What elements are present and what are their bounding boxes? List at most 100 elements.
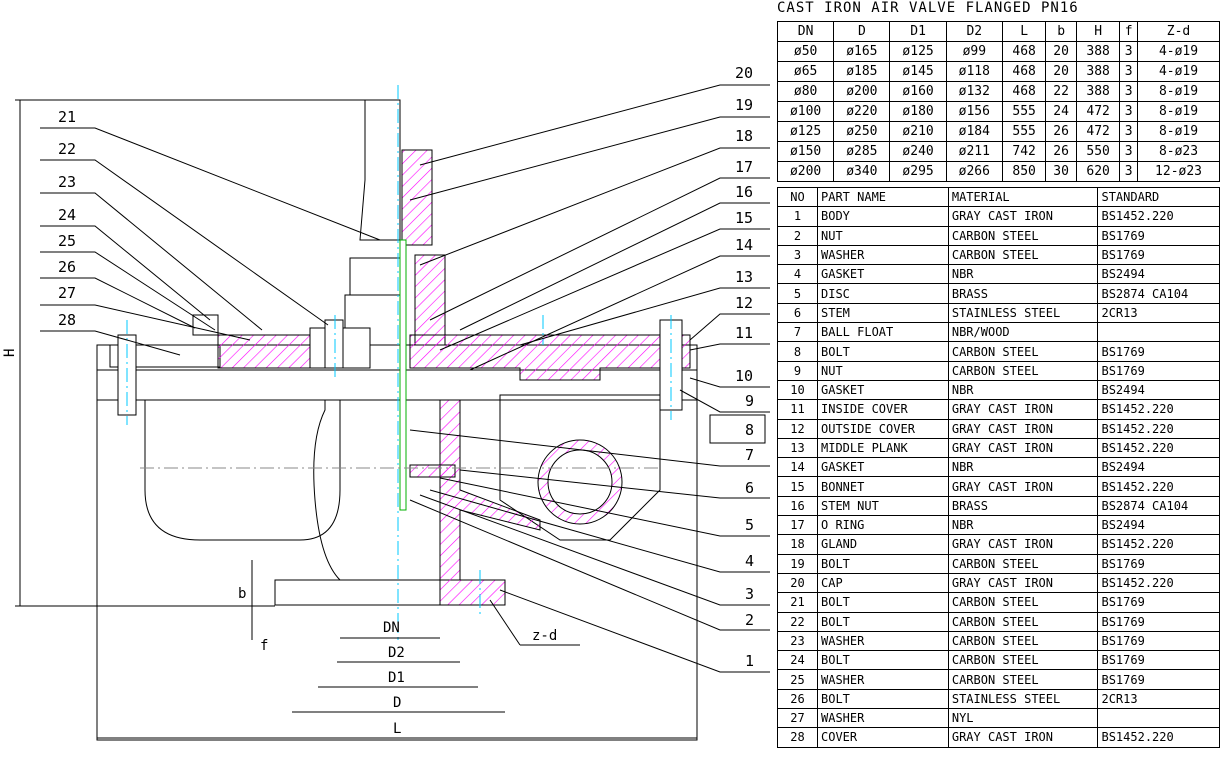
cell: 22 <box>1045 81 1077 102</box>
dim-DN: DN <box>383 620 400 636</box>
cell: CARBON STEEL <box>947 630 1099 652</box>
cell: GRAY CAST IRON <box>947 206 1099 227</box>
cell: INSIDE COVER <box>817 399 949 420</box>
cell: ø145 <box>889 61 947 82</box>
cell: GRAY CAST IRON <box>947 476 1099 497</box>
cell: BS2494 <box>1097 264 1220 285</box>
cell: ø99 <box>945 41 1003 62</box>
cell: BOLT <box>817 592 949 613</box>
cell: 20 <box>1045 41 1077 62</box>
cell: 468 <box>1001 81 1047 102</box>
cell: L <box>1001 21 1047 42</box>
cell: 5 <box>777 283 818 304</box>
dim-H: H <box>2 349 18 357</box>
cell: BOLT <box>817 650 949 671</box>
callout-12: 12 <box>735 294 753 312</box>
cell: BS2874 CA104 <box>1097 283 1220 304</box>
cell: 10 <box>777 379 818 401</box>
cell: 21 <box>777 592 818 613</box>
cell: ø184 <box>945 121 1003 142</box>
cell: 3 <box>777 244 818 266</box>
callout-24: 24 <box>58 206 76 224</box>
cell: ø180 <box>889 101 947 122</box>
left-chamber <box>144 400 341 541</box>
stem <box>399 239 407 511</box>
cell: BS1452.220 <box>1097 572 1220 594</box>
cell: 472 <box>1075 121 1121 142</box>
cell: 2CR13 <box>1097 302 1220 324</box>
cell: BRASS <box>947 495 1099 517</box>
dim-b: b <box>238 586 246 602</box>
cell: 12-ø23 <box>1137 161 1220 182</box>
cell: 26 <box>777 688 818 710</box>
cell: 550 <box>1075 141 1121 162</box>
cell: ø211 <box>945 141 1003 162</box>
cell: NUT <box>817 225 949 246</box>
cell: ø50 <box>776 41 835 62</box>
cell: BOLT <box>817 553 949 574</box>
cell: ø100 <box>776 101 835 122</box>
cell: 16 <box>777 495 818 517</box>
cell: ø118 <box>945 61 1003 82</box>
cell: 18 <box>777 534 818 555</box>
cell: BS1769 <box>1097 225 1220 246</box>
cell: WASHER <box>817 669 949 690</box>
cell: 19 <box>777 553 818 574</box>
cell: STAINLESS STEEL <box>947 688 1099 710</box>
hatch-body-wall <box>439 399 541 606</box>
cell: DN <box>776 21 835 42</box>
cell: 8-ø23 <box>1137 141 1220 162</box>
dim-f: f <box>260 638 268 654</box>
cell: BOLT <box>817 611 949 632</box>
cell: 7 <box>777 322 818 343</box>
cell: GRAY CAST IRON <box>947 418 1099 439</box>
cell: MATERIAL <box>947 186 1099 208</box>
dim-L: L <box>393 721 401 737</box>
cell: GRAY CAST IRON <box>947 727 1099 748</box>
cell: BS1452.220 <box>1097 476 1220 497</box>
cell: 26 <box>1045 141 1077 162</box>
cell: 3 <box>1119 81 1139 102</box>
cap <box>359 99 401 241</box>
cell: CARBON STEEL <box>947 592 1099 613</box>
cell: 30 <box>1045 161 1077 182</box>
cell: 3 <box>1119 141 1139 162</box>
drawing-title: CAST IRON AIR VALVE FLANGED PN16 <box>777 0 1079 16</box>
cell: 4 <box>777 264 818 285</box>
cell: GASKET <box>817 379 949 401</box>
cell: 24 <box>777 650 818 671</box>
cell: CARBON STEEL <box>947 244 1099 266</box>
callout-2: 2 <box>745 611 754 629</box>
cell: 9 <box>777 360 818 381</box>
callout-26: 26 <box>58 258 76 276</box>
cell: ø185 <box>833 61 891 82</box>
hatch-outside-cover <box>409 334 691 381</box>
cell: GRAY CAST IRON <box>947 572 1099 594</box>
callout-15: 15 <box>735 209 753 227</box>
cell: ø125 <box>889 41 947 62</box>
cell: BS1452.220 <box>1097 534 1220 555</box>
cell: ø295 <box>889 161 947 182</box>
cell: BS1769 <box>1097 669 1220 690</box>
cell: ø220 <box>833 101 891 122</box>
cell: COVER <box>817 727 949 748</box>
dim-zd: z-d <box>532 628 557 644</box>
cell: BS1769 <box>1097 360 1220 381</box>
cell: BS1452.220 <box>1097 418 1220 439</box>
callout-5: 5 <box>745 516 754 534</box>
cell: 11 <box>777 399 818 420</box>
cell: GASKET <box>817 264 949 285</box>
